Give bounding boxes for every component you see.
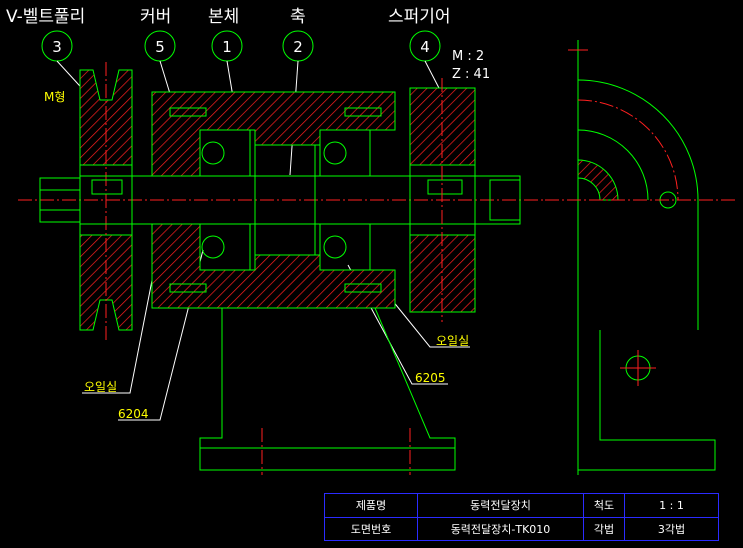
belt-type-text: M형 [44,90,65,104]
balloon-4-number: 4 [420,38,430,56]
drawing-number-value: 동력전달장치-TK010 [417,516,584,541]
balloon-5-number: 5 [155,38,165,56]
label-shaft: 축 [290,7,306,27]
note-bearing-6204: 6204 [118,407,149,421]
label-v-belt-pulley: V-벨트풀리 [6,7,85,27]
balloon-5: 5 [144,30,176,62]
projection-label: 각법 [583,516,625,541]
note-bearing-6205: 6205 [415,371,446,385]
side-view [545,40,735,475]
note-oil-seal-right: 오일실 [436,334,469,348]
gear-teeth-text: Z : 41 [452,67,490,82]
spur-gear [409,78,476,322]
title-block-row-1: 제품명 동력전달장치 척도 1 : 1 [324,493,719,518]
projection-value: 3각법 [624,516,719,541]
label-cover: 커버 [140,7,171,27]
housing-body [151,91,396,309]
label-body: 본체 [208,7,239,27]
balloon-1: 1 [211,30,243,62]
balloon-3: 3 [41,30,73,62]
balloon-1-number: 1 [222,38,232,56]
title-block-row-2: 도면번호 동력전달장치-TK010 각법 3각법 [324,516,719,541]
v-belt-pulley [39,62,133,340]
title-block: 제품명 동력전달장치 척도 1 : 1 도면번호 동력전달장치-TK010 각법… [324,493,719,541]
scale-label: 척도 [583,493,625,518]
stand-front-view [199,307,456,475]
product-name-label: 제품명 [324,493,418,518]
gear-module-text: M : 2 [452,49,484,64]
balloon-2: 2 [282,30,314,62]
balloon-2-number: 2 [293,38,303,56]
product-name-value: 동력전달장치 [417,493,584,518]
balloon-3-number: 3 [52,38,62,56]
balloon-4: 4 [409,30,441,62]
drawing-number-label: 도면번호 [324,516,418,541]
label-spur-gear: 스퍼기어 [388,7,451,27]
note-oil-seal-left: 오일실 [84,380,117,394]
scale-value: 1 : 1 [624,493,719,518]
